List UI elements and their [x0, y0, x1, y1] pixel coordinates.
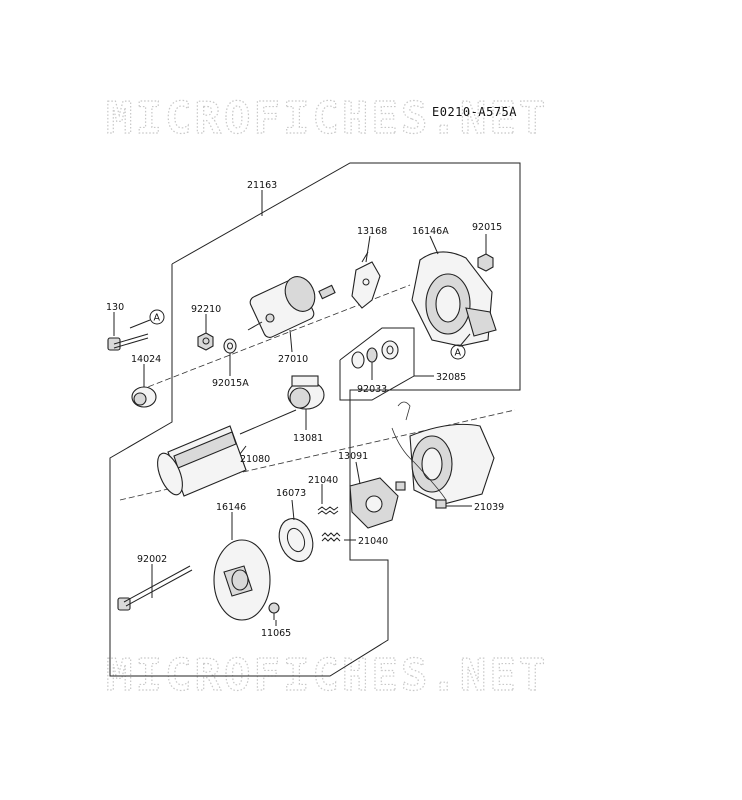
leader-27010	[289, 329, 293, 353]
spring-21040-upper	[317, 506, 339, 515]
label-130: 130	[106, 302, 124, 313]
leader-13091	[355, 461, 361, 485]
rear-cover-16146	[213, 539, 271, 621]
label-13091: 13091	[338, 451, 368, 462]
lever-13168	[351, 251, 381, 309]
label-92015A: 92015A	[212, 378, 249, 389]
label-16073: 16073	[276, 488, 306, 499]
armature-21080	[157, 409, 297, 497]
plate-16073	[278, 518, 314, 562]
label-11065: 11065	[261, 628, 291, 639]
label-14024: 14024	[131, 354, 161, 365]
reference-mark-a-right: A	[450, 333, 471, 360]
label-27010: 27010	[278, 354, 308, 365]
assembly-outline	[109, 162, 521, 677]
leader-21080	[239, 445, 247, 455]
label-16146: 16146	[216, 502, 246, 513]
reference-mark-a-left: A	[129, 309, 165, 329]
label-13081: 13081	[293, 433, 323, 444]
solenoid-27010	[247, 276, 336, 338]
front-housing-16146A	[411, 251, 497, 347]
label-32085: 32085	[436, 372, 466, 383]
yoke-21039	[391, 401, 495, 509]
svg-text:A: A	[455, 348, 462, 359]
label-16146A: 16146A	[412, 226, 449, 237]
label-21039: 21039	[474, 502, 504, 513]
leader-13168	[365, 235, 371, 263]
diagram-code: E0210-A575A	[432, 105, 517, 119]
svg-text:A: A	[154, 313, 161, 324]
leader-16146A	[429, 235, 439, 255]
nut-92210	[197, 332, 214, 351]
spring-21040-lower	[321, 532, 341, 542]
washer-92015A	[223, 338, 237, 354]
label-92002: 92002	[137, 554, 167, 565]
label-21163: 21163	[247, 180, 277, 191]
label-92015: 92015	[472, 222, 502, 233]
label-21040-upper: 21040	[308, 475, 338, 486]
label-92033: 92033	[357, 384, 387, 395]
nut-92015	[477, 253, 494, 272]
label-92210: 92210	[191, 304, 221, 315]
label-13168: 13168	[357, 226, 387, 237]
brush-holder-13091	[349, 477, 399, 529]
pinion-13081	[287, 375, 325, 410]
bolt-130	[107, 333, 149, 351]
screw-11065	[268, 602, 280, 620]
axis-line-solenoid	[139, 284, 411, 391]
bolt-92002	[117, 565, 193, 611]
leader-16073	[291, 499, 295, 521]
cap-14024	[131, 386, 157, 408]
kit-32085	[351, 340, 399, 369]
label-21040-lower: 21040	[358, 536, 388, 547]
watermark-top: MICROFICHES.NET	[106, 93, 548, 144]
label-21080: 21080	[240, 454, 270, 465]
